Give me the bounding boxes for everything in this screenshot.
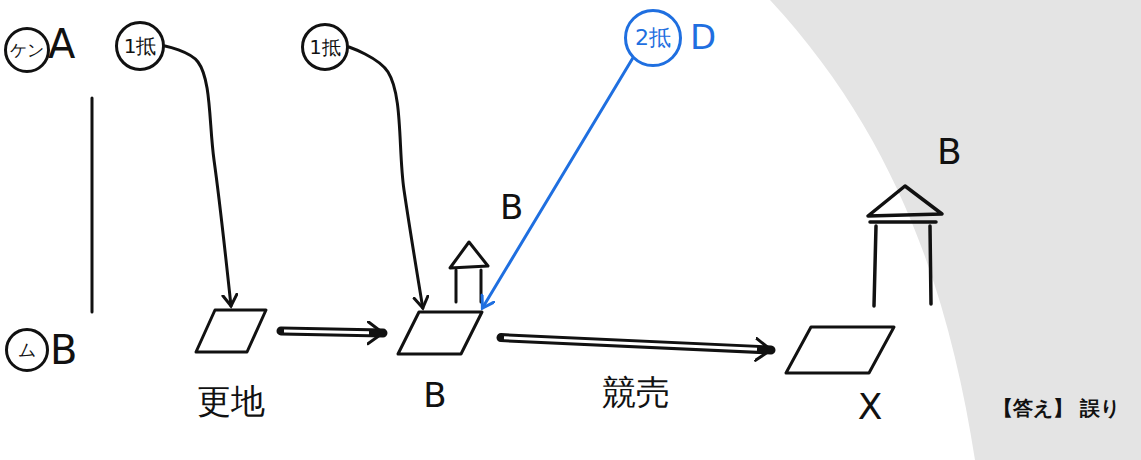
connector-group bbox=[501, 338, 771, 350]
parcel-outline bbox=[785, 325, 895, 375]
parcel-outline bbox=[397, 310, 483, 356]
parcel-label: B bbox=[423, 378, 446, 412]
circled-term: 2抵 bbox=[624, 9, 682, 67]
circled-term: ケン bbox=[4, 27, 50, 73]
parcel-shape bbox=[196, 310, 266, 352]
connector-group bbox=[349, 47, 423, 308]
edge-label: 競売 bbox=[602, 375, 670, 409]
arrow-connector bbox=[482, 58, 632, 308]
land-parcel: 更地 bbox=[195, 308, 267, 354]
land-parcel: B bbox=[397, 310, 483, 356]
connector-group bbox=[165, 46, 231, 306]
party-letter: B bbox=[50, 330, 77, 370]
circled-term: ム bbox=[5, 328, 49, 372]
circled-term: 1抵 bbox=[115, 21, 165, 71]
party-letter: B bbox=[500, 190, 523, 224]
house-large bbox=[868, 186, 942, 306]
parcel-outline bbox=[195, 308, 267, 354]
relation-line bbox=[91, 98, 94, 312]
circle-label: ケン bbox=[10, 42, 44, 59]
parcel-label: 更地 bbox=[197, 384, 265, 418]
party-letter: A bbox=[48, 24, 75, 64]
parcel-shape bbox=[398, 312, 482, 354]
double-arrow bbox=[281, 331, 383, 333]
house-small bbox=[450, 242, 488, 302]
connector-group bbox=[281, 331, 383, 333]
circle-label: 1抵 bbox=[309, 38, 340, 57]
circle-label: 1抵 bbox=[124, 36, 157, 56]
answer-note: 【答え】 誤り bbox=[993, 398, 1120, 418]
circled-term: 1抵 bbox=[301, 23, 349, 71]
circle-label: ム bbox=[18, 341, 36, 359]
connector-group bbox=[482, 58, 632, 308]
double-arrow bbox=[501, 338, 771, 350]
parcel-shape bbox=[786, 327, 894, 373]
party-letter: D bbox=[690, 20, 716, 54]
circle-label: 2抵 bbox=[635, 27, 671, 49]
gray-backdrop bbox=[770, 0, 1141, 460]
parcel-label: X bbox=[858, 389, 883, 425]
party-letter: B bbox=[937, 134, 962, 170]
double-arrow-gap bbox=[504, 338, 757, 350]
land-parcel: X bbox=[785, 325, 895, 375]
double-arrow-gap bbox=[284, 331, 369, 333]
arrow-connector bbox=[165, 46, 231, 306]
arrow-connector bbox=[349, 47, 423, 308]
